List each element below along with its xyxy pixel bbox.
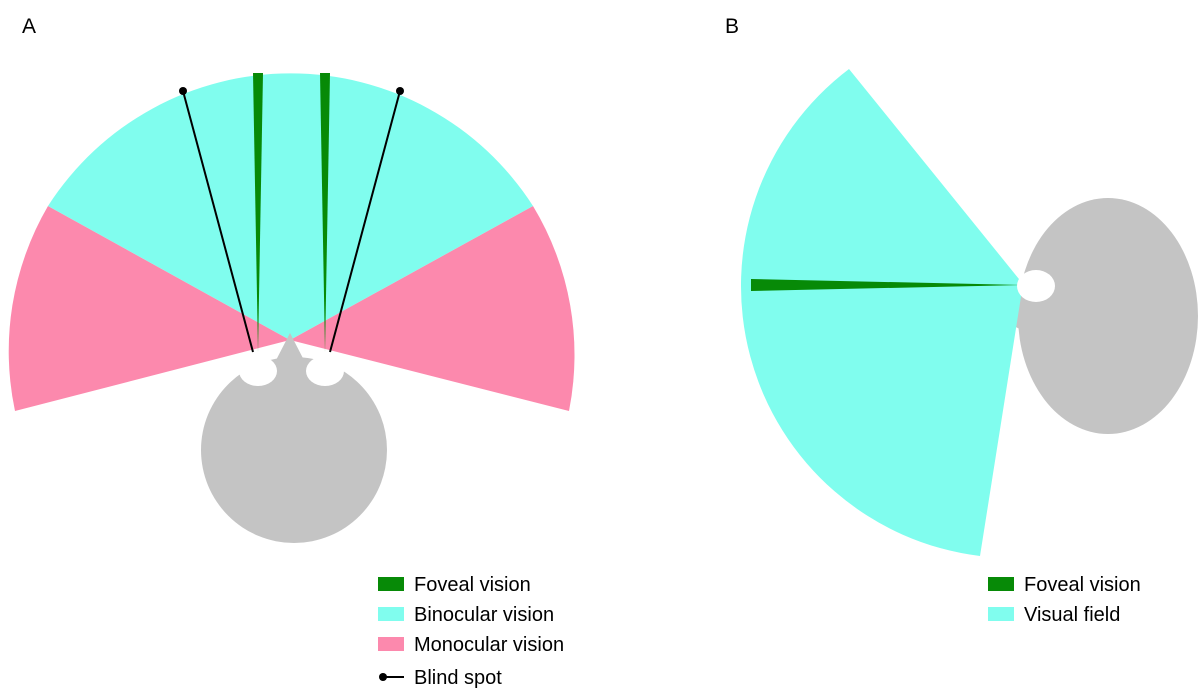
legend-label-foveal-b: Foveal vision (1024, 574, 1141, 596)
foveal-ray-right (320, 73, 330, 352)
panel-a-label: A (22, 15, 36, 38)
legend-swatch-foveal-b (988, 577, 1014, 591)
legend-label-monocular: Monocular vision (414, 634, 564, 656)
legend-swatch-foveal (378, 577, 404, 591)
foveal-ray-b (751, 279, 1023, 291)
eye-right (306, 356, 344, 386)
visual-field-region (740, 69, 1023, 556)
legend-label-binocular: Binocular vision (414, 604, 554, 626)
eye-left (239, 356, 277, 386)
monocular-region-right (290, 206, 575, 411)
legend-swatch-monocular (378, 637, 404, 651)
legend-label-blind-spot: Blind spot (414, 667, 502, 689)
legend-label-foveal: Foveal vision (414, 574, 531, 596)
binocular-region (48, 73, 533, 341)
panel-b: B Foveal vision Visual field (725, 15, 1198, 626)
blind-spot-dot-left (179, 87, 187, 95)
head-b (1018, 198, 1198, 434)
legend-swatch-blind-spot-dot (379, 673, 387, 681)
foveal-ray-left (253, 73, 263, 352)
nose-a (272, 333, 308, 368)
panel-b-label: B (725, 15, 739, 38)
head-a (201, 357, 387, 543)
eye-b (1017, 270, 1055, 302)
legend-b: Foveal vision Visual field (988, 574, 1141, 626)
blind-spot-line-left (182, 90, 254, 353)
legend-a: Foveal vision Binocular vision Monocular… (378, 574, 564, 689)
panel-a: A Foveal vision Binocular vision Monocul… (8, 15, 575, 689)
blind-spot-dot-right (396, 87, 404, 95)
legend-swatch-visual-field (988, 607, 1014, 621)
monocular-region-left (8, 206, 291, 411)
legend-label-visual-field: Visual field (1024, 604, 1120, 626)
legend-swatch-binocular (378, 607, 404, 621)
blind-spot-line-right (329, 90, 401, 353)
